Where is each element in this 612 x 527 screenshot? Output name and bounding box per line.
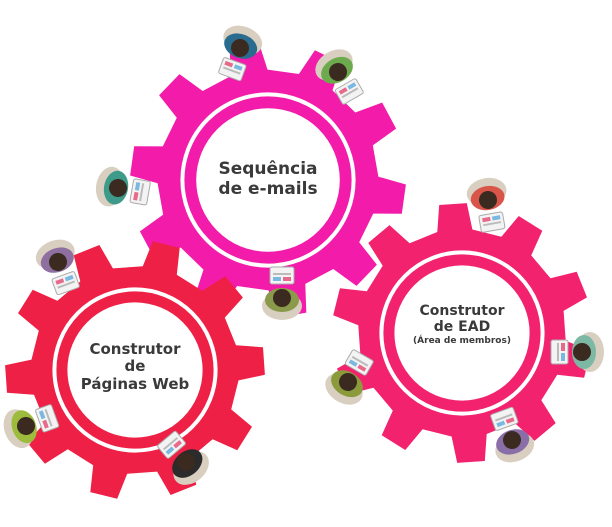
gear-label-line: Páginas Web [80,374,190,393]
gear-pages [5,241,265,499]
person-suit-bottom-icon [157,430,209,485]
gear-label-line: de e-mails [218,178,318,199]
person-teal-left-icon [95,166,151,207]
gear-ring [180,92,356,268]
person-green-bottom-left-icon [3,404,60,449]
gear-label-emails: Sequência de e-mails [198,159,338,199]
gear-label-line: Construtor [89,340,181,358]
gear-label-line: de [124,357,146,376]
person-blue-top-icon [218,25,263,82]
person-teal-right-icon [550,332,604,372]
gear-label-line: Construtor [419,303,505,319]
gear-ring [52,287,218,453]
gear-label-subtitle: (Área de membros) [413,336,511,347]
gear-label-pages: Construtor de Páginas Web [70,340,200,393]
gear-ring [379,250,545,416]
person-olive-right-left-icon [325,349,374,405]
gear-label-ead: Construtor de EAD (Área de membros) [397,303,527,347]
gear-ead [333,203,591,463]
person-red-right-top-icon [466,177,507,233]
person-purple-left-icon [35,239,80,296]
person-laptop-center-icon [262,266,302,320]
gear-label-line: Sequência [218,159,318,179]
gear-emails [130,42,406,318]
person-green-top-icon [315,49,364,105]
gear-hub [394,265,530,401]
gear-hub [196,108,340,252]
person-purple-right-bottom-icon [490,406,535,463]
gear-hub [67,302,203,438]
gear-label-line: de EAD [433,319,491,336]
